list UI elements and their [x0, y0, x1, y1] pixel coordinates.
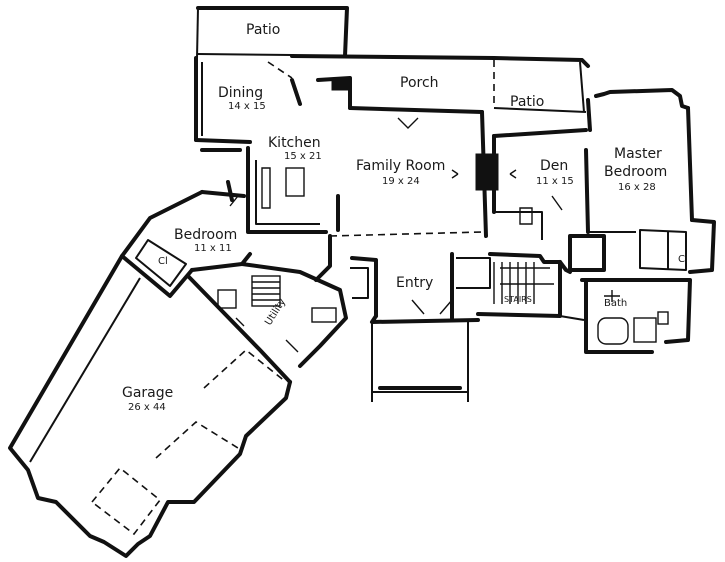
garage-size: 26 x 44	[128, 402, 166, 413]
porch-outline	[290, 54, 590, 114]
entry-outline	[314, 234, 491, 402]
dining-size: 14 x 15	[228, 101, 266, 112]
master-suite-outline	[568, 218, 716, 354]
master-bedroom-label-line2: Bedroom	[604, 164, 667, 180]
stairs-outline	[476, 252, 585, 321]
laundry-counter	[311, 307, 337, 323]
bedroom-label: Bedroom	[174, 227, 237, 243]
den-outline	[492, 128, 588, 240]
family-room-label: Family Room	[356, 158, 445, 174]
family-room-outline	[329, 110, 517, 238]
den-label: Den	[540, 158, 568, 174]
stairs-label: STAIRS	[504, 295, 532, 304]
bath-label: Bath	[604, 298, 627, 309]
bedroom-size: 11 x 11	[194, 243, 232, 254]
closet-left-label: Cl	[158, 256, 168, 267]
entry-label: Entry	[396, 275, 433, 291]
master-bedroom-label-line1: Master	[614, 146, 662, 162]
patio-right-label: Patio	[510, 94, 544, 110]
master-bedroom-size: 16 x 28	[618, 182, 656, 193]
utility-stair	[251, 275, 281, 307]
kitchen-size: 15 x 21	[284, 151, 322, 162]
porch-label: Porch	[400, 75, 439, 91]
den-size: 11 x 15	[536, 176, 574, 187]
patio-top-outline	[196, 6, 349, 59]
kitchen-outline	[200, 146, 328, 234]
bathtub	[597, 317, 629, 345]
patio-right-outline	[493, 61, 587, 113]
washer	[217, 289, 237, 309]
dining-label: Dining	[218, 85, 263, 101]
kitchen-island	[285, 167, 305, 197]
shower	[633, 317, 657, 343]
garage-label: Garage	[122, 385, 173, 401]
toilet	[657, 311, 669, 325]
dining-outline	[194, 56, 352, 144]
master-bedroom-outline	[584, 88, 694, 234]
utility-label: Utility	[263, 297, 288, 328]
closet-right-label: Cl	[678, 254, 688, 265]
patio-top-label: Patio	[246, 22, 280, 38]
utility-outline	[186, 262, 348, 384]
family-room-size: 19 x 24	[382, 176, 420, 187]
kitchen-label: Kitchen	[268, 135, 321, 151]
garage-outline	[8, 254, 292, 558]
